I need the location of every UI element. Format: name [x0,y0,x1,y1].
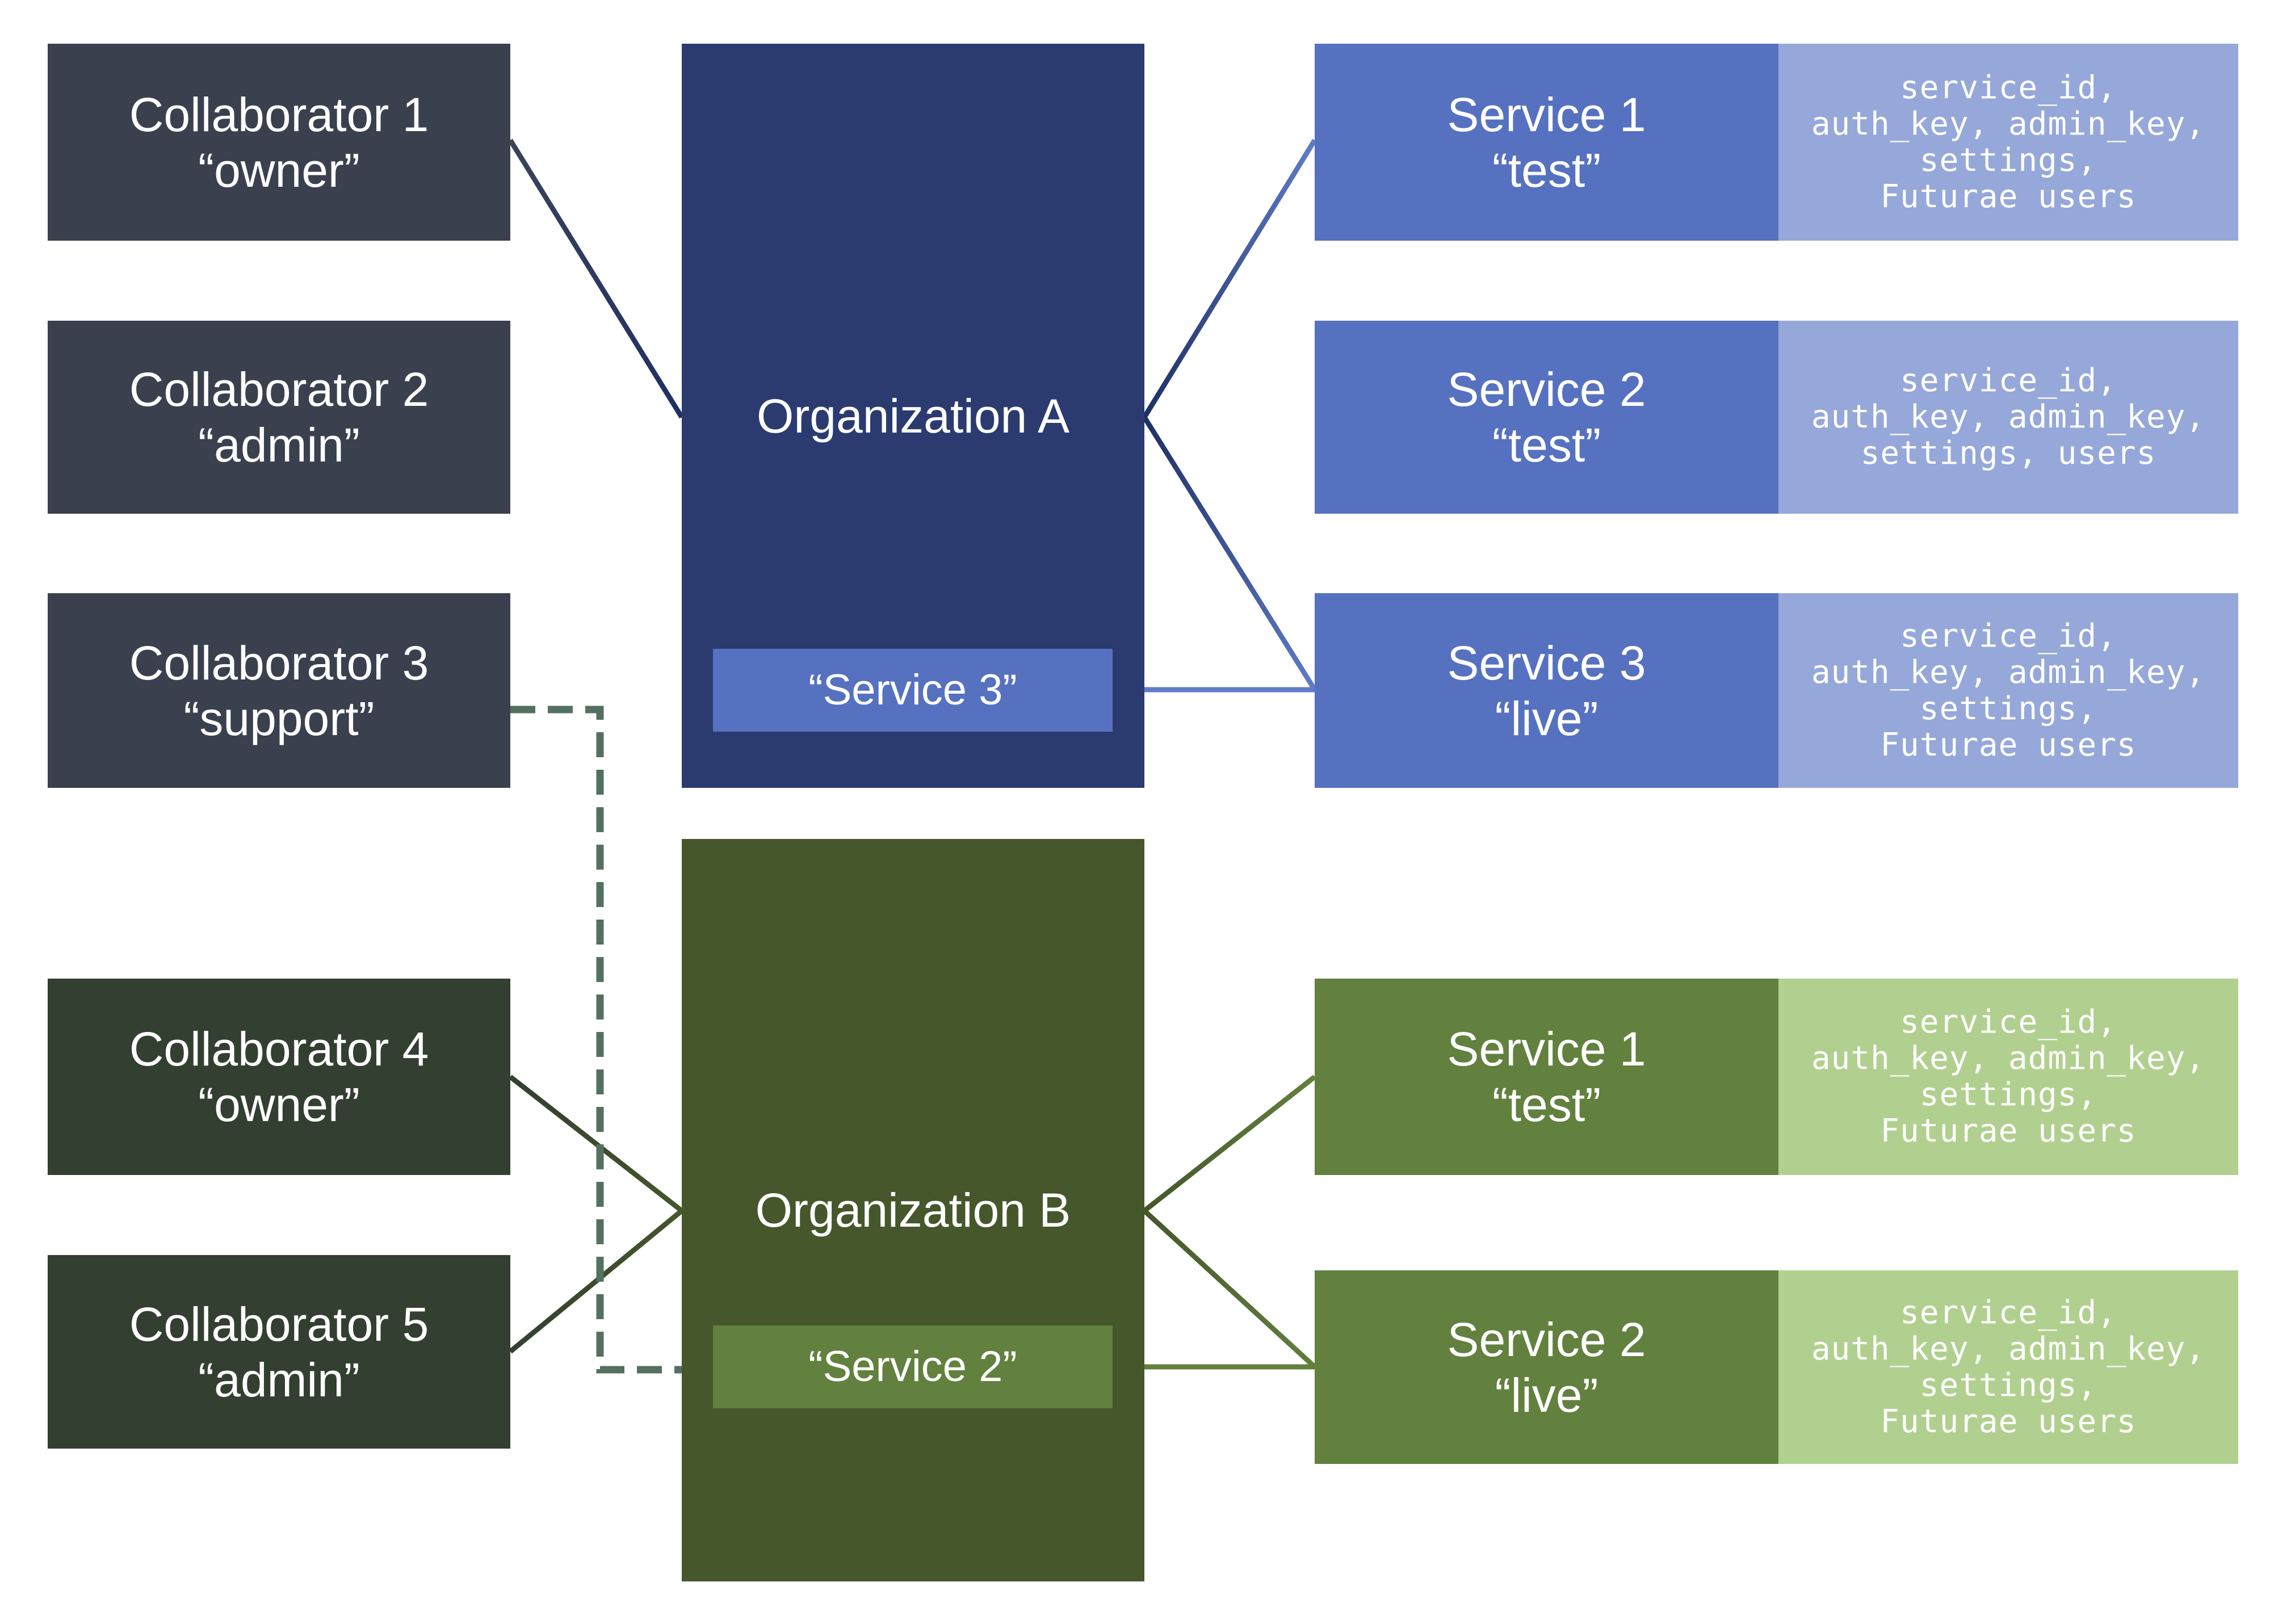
org-b-service-2-detail-line: settings, [1919,1366,2097,1404]
org-a-service-1-detail-line: auth_key, admin_key, [1811,105,2206,142]
org-a-service-1-details: service_id, auth_key, admin_key, setting… [1778,44,2238,241]
org-a-service-2-detail-line: auth_key, admin_key, [1811,398,2206,435]
org-b-service-2-name: Service 2 [1447,1312,1646,1366]
org-a-service-3-detail-line: settings, [1919,690,2097,727]
organization-a-service-tag-label: “Service 3” [808,666,1017,714]
org-a-service-2-detail-line: settings, users [1860,435,2156,472]
org-b-service-1-detail-line: Futurae users [1880,1113,2137,1149]
collaborator-3-role: “support” [183,691,375,745]
organization-a-service-tag: “Service 3” [713,649,1113,732]
collaborator-1-role: “owner” [198,143,360,197]
link-orgA-service3 [1142,416,1317,691]
link-collab3-orgB-dashed [510,706,713,1374]
org-a-service-3-env: “live” [1495,691,1598,745]
collaborator-1-name: Collaborator 1 [129,87,429,141]
collaborator-2-role: “admin” [198,418,360,472]
org-b-service-2-detail-line: Futurae users [1880,1403,2137,1440]
org-a-service-1-env: “test” [1492,143,1601,197]
org-a-service-3-name: Service 3 [1447,636,1646,690]
org-a-service-3-box: Service 3 “live” [1315,593,1778,788]
collaborator-2-box: Collaborator 2 “admin” [48,321,510,514]
collaborator-5-role: “admin” [198,1353,360,1407]
org-a-service-3-detail-line: service_id, [1900,617,2117,654]
org-a-service-1-name: Service 1 [1447,87,1646,141]
link-orgB-service1 [1143,1075,1316,1213]
org-a-service-1-detail-line: Futurae users [1880,178,2137,215]
org-a-service-1-detail-line: settings, [1919,141,2097,179]
org-b-service-1-detail-line: auth_key, admin_key, [1811,1040,2206,1077]
collaborator-3-name: Collaborator 3 [129,636,429,690]
collaborator-1-box: Collaborator 1 “owner” [48,44,510,241]
link-collab1-orgA [508,139,684,419]
organization-b-service-tag: “Service 2” [713,1325,1113,1408]
org-a-service-3-detail-line: Futurae users [1880,726,2137,763]
org-a-service-2-detail-line: service_id, [1900,362,2117,399]
org-b-service-1-env: “test” [1492,1078,1601,1131]
link-orgB-service2 [1142,1208,1317,1369]
collaborator-5-name: Collaborator 5 [129,1297,429,1351]
org-b-service-2-box: Service 2 “live” [1315,1270,1778,1464]
collaborator-2-name: Collaborator 2 [129,363,429,416]
org-b-service-1-details: service_id, auth_key, admin_key, setting… [1778,979,2238,1175]
organization-b-service-tag-label: “Service 2” [808,1342,1017,1391]
org-b-service-1-detail-line: service_id, [1900,1004,2117,1040]
collaborator-5-box: Collaborator 5 “admin” [48,1255,510,1449]
org-b-service-2-details: service_id, auth_key, admin_key, setting… [1778,1270,2238,1464]
link-orgA-service1 [1142,139,1317,419]
org-b-service-1-name: Service 1 [1447,1022,1646,1076]
org-a-service-3-detail-line: auth_key, admin_key, [1811,653,2206,691]
org-b-service-2-detail-line: service_id, [1900,1294,2117,1331]
collaborator-4-name: Collaborator 4 [129,1022,429,1076]
organization-b-name: Organization B [755,1184,1071,1237]
org-a-service-2-env: “test” [1492,418,1601,472]
org-a-service-2-box: Service 2 “test” [1315,321,1778,514]
link-collab5-orgB [509,1208,683,1354]
org-b-service-1-detail-line: settings, [1919,1076,2097,1113]
link-collab4-orgB [509,1075,683,1213]
org-b-service-2-detail-line: auth_key, admin_key, [1811,1330,2206,1367]
org-b-service-1-box: Service 1 “test” [1315,979,1778,1175]
org-a-service-1-box: Service 1 “test” [1315,44,1778,241]
org-a-service-2-name: Service 2 [1447,363,1646,416]
org-a-service-2-details: service_id, auth_key, admin_key, setting… [1778,321,2238,514]
collaborator-3-box: Collaborator 3 “support” [48,593,510,788]
collaborator-4-box: Collaborator 4 “owner” [48,979,510,1175]
org-a-service-1-detail-line: service_id, [1900,69,2117,106]
org-b-service-2-env: “live” [1495,1368,1598,1422]
org-a-service-3-details: service_id, auth_key, admin_key, setting… [1778,593,2238,788]
collaborator-4-role: “owner” [198,1078,360,1131]
organization-a-name: Organization A [756,389,1069,443]
organization-b-box: Organization B [682,839,1144,1581]
